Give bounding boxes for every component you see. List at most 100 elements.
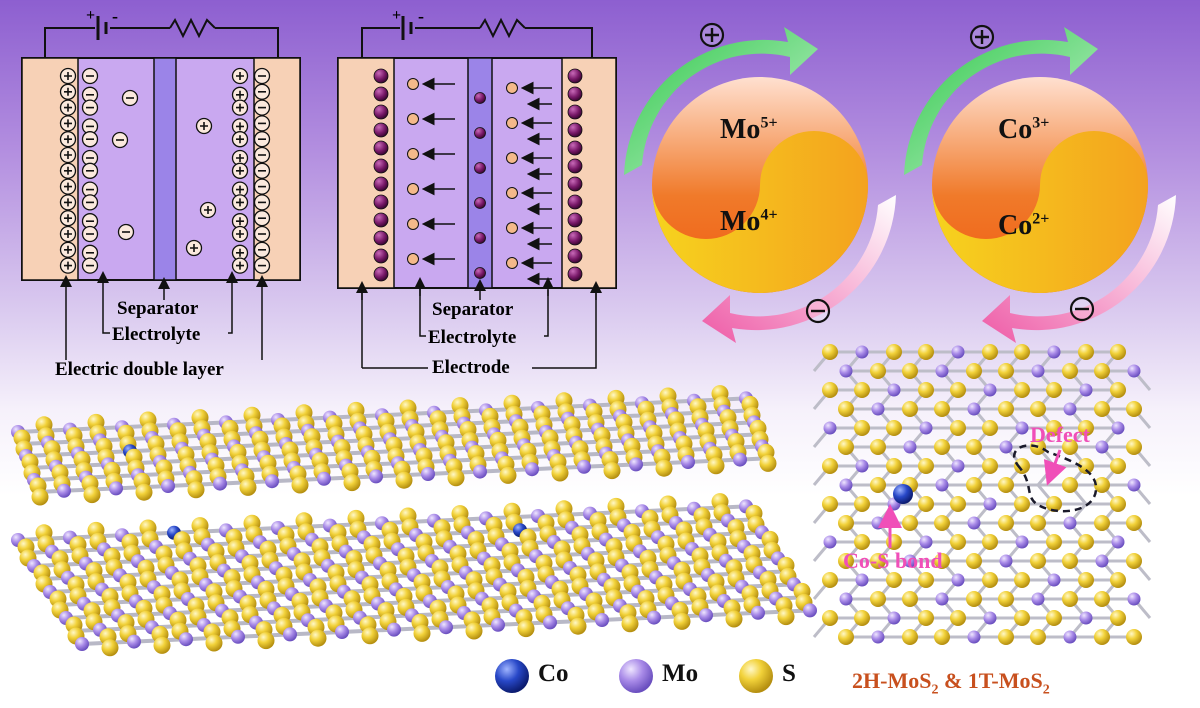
- pseudo-ions: [373, 68, 583, 286]
- upper-mos2-sheet: [11, 385, 777, 506]
- plus-charge-icon: [231, 131, 249, 148]
- plus-charge-icon: [199, 201, 217, 219]
- separator-ion-icon: [474, 232, 486, 244]
- plus-charge-icon: [59, 241, 77, 258]
- electrolyte-ion-icon: [407, 218, 419, 230]
- minus-charge-icon: [117, 223, 135, 241]
- electrolyte-ion-icon: [407, 78, 419, 90]
- electrolyte-ion-icon: [506, 222, 518, 234]
- plus-charge-icon: [185, 239, 203, 257]
- battery-plus-sign-2: +: [392, 7, 401, 24]
- adsorbed-ion-icon: [373, 230, 389, 246]
- minus-charge-icon: [253, 210, 271, 227]
- plus-charge-icon: [231, 257, 249, 274]
- minus-charge-icon: [121, 89, 139, 107]
- adsorbed-ion-icon: [373, 158, 389, 174]
- adsorbed-ion-icon: [373, 194, 389, 210]
- plus-charge-icon: [231, 194, 249, 211]
- minus-charge-icon: [253, 99, 271, 116]
- adsorbed-ion-icon: [373, 122, 389, 138]
- minus-charge-icon: [81, 67, 99, 85]
- electrolyte-ion-icon: [506, 82, 518, 94]
- adsorbed-ion-icon: [373, 104, 389, 120]
- plus-charge-icon: [59, 67, 77, 85]
- s-atom-icon: [739, 659, 773, 693]
- plus-charge-icon: [59, 99, 77, 116]
- electrolyte-ion-icon: [407, 183, 419, 195]
- adsorbed-ion-icon: [567, 68, 583, 84]
- separator-ion-icon: [474, 197, 486, 209]
- minus-charge-icon: [253, 162, 271, 179]
- defect-region-outline: [1012, 444, 1098, 513]
- adsorbed-ion-icon: [567, 176, 583, 192]
- minus-charge-icon: [253, 67, 271, 85]
- adsorbed-ion-icon: [567, 248, 583, 264]
- plus-charge-icon: [195, 117, 213, 135]
- minus-charge-icon: [253, 241, 271, 258]
- separator-ion-icon: [474, 162, 486, 174]
- plus-charge-icon: [231, 225, 249, 243]
- plus-charge-icon: [59, 162, 77, 179]
- minus-charge-icon: [253, 146, 271, 164]
- adsorbed-ion-icon: [567, 158, 583, 174]
- battery-minus-sign: -: [112, 6, 118, 26]
- electrolyte-ion-icon: [407, 113, 419, 125]
- electrolyte-ion-icon: [506, 257, 518, 269]
- plus-charge-icon: [59, 194, 77, 211]
- plus-charge-icon: [59, 225, 77, 243]
- adsorbed-ion-icon: [373, 140, 389, 156]
- adsorbed-ion-icon: [373, 176, 389, 192]
- edl-capacitor-schematic: + - Separator Electrolyte Electric doubl…: [21, 6, 301, 380]
- edl-separator: [153, 57, 177, 281]
- plus-charge-icon: [59, 178, 77, 195]
- plus-charge-icon: [231, 213, 249, 230]
- defect-label: Defect: [1030, 422, 1091, 447]
- plus-charge-icon: [59, 146, 77, 164]
- mo-5plus-label: Mo5+: [720, 114, 778, 145]
- plus-charge-icon: [231, 149, 249, 167]
- minus-charge-icon: [253, 115, 271, 132]
- mos2-top-view-lattice: [812, 344, 1152, 645]
- separator-ion-icon: [474, 127, 486, 139]
- separator-ion-icon: [474, 267, 486, 279]
- electrolyte-ion-icon: [506, 187, 518, 199]
- electrolyte-ion-icon: [407, 253, 419, 265]
- adsorbed-ion-icon: [373, 68, 389, 84]
- adsorbed-ion-icon: [373, 266, 389, 282]
- adsorbed-ion-icon: [567, 194, 583, 210]
- legend-s-label: S: [782, 660, 796, 687]
- minus-charge-icon: [81, 162, 99, 179]
- pseudo-electrode-label: Electrode: [432, 357, 510, 378]
- separator-ion-icon: [474, 92, 486, 104]
- adsorbed-ion-icon: [567, 266, 583, 282]
- legend-mo-label: Mo: [662, 660, 699, 687]
- minus-charge-icon: [253, 131, 271, 148]
- co-3plus-label: Co3+: [998, 114, 1050, 145]
- minus-charge-icon: [253, 178, 271, 195]
- pseudo-electrolyte-label: Electrolyte: [428, 327, 516, 348]
- atom-legend: [495, 659, 773, 693]
- legend-co-label: Co: [538, 660, 569, 687]
- minus-charge-icon: [81, 225, 99, 243]
- minus-charge-icon: [253, 225, 271, 243]
- minus-charge-icon: [253, 83, 271, 100]
- edl-charges: [59, 67, 271, 274]
- lower-mos2-sheet: [11, 493, 817, 657]
- mo-atom-icon: [619, 659, 653, 693]
- minus-charge-icon: [81, 257, 99, 274]
- plus-charge-icon: [231, 67, 249, 85]
- adsorbed-ion-icon: [567, 230, 583, 246]
- minus-charge-icon: [81, 99, 99, 116]
- co-redox-cycle: [904, 24, 1176, 343]
- layered-mos2-structure: [11, 385, 817, 657]
- electrolyte-ion-icon: [506, 117, 518, 129]
- edl-electrolyte-label: Electrolyte: [112, 324, 200, 345]
- mo-yin-half: [652, 131, 868, 293]
- battery-plus-sign: +: [86, 7, 95, 24]
- co-dopant-atom: [893, 484, 913, 504]
- phase-title: 2H-MoS2 & 1T-MoS2: [852, 668, 1050, 698]
- adsorbed-ion-icon: [373, 212, 389, 228]
- mo-4plus-label: Mo4+: [720, 206, 778, 237]
